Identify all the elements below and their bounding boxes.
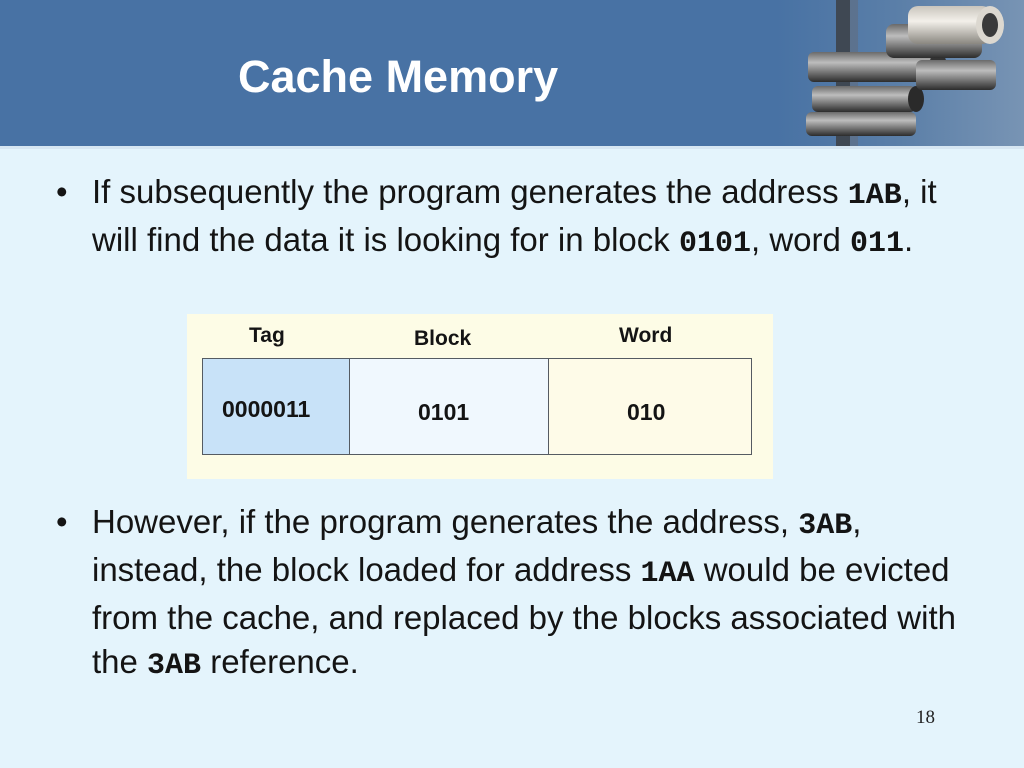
bullet-1-text: If subsequently the program generates th… (92, 173, 937, 261)
word-011: 011 (850, 227, 905, 261)
bullet-2-text: However, if the program generates the ad… (92, 503, 956, 683)
stacked-cylinders-photo (776, 0, 1024, 146)
bullet-icon: • (56, 503, 68, 540)
address-fields-diagram: Tag Block Word 0000011 0101 010 (187, 314, 773, 479)
title-bar: Cache Memory (0, 0, 1024, 149)
block-0101: 0101 (678, 227, 751, 261)
word-cell: 010 (548, 358, 752, 455)
word-header: Word (619, 324, 673, 347)
bullet-1: • If subsequently the program generates … (56, 170, 956, 266)
page-number: 18 (916, 707, 935, 728)
address-1aa: 1AA (640, 557, 695, 591)
bullet-2: • However, if the program generates the … (56, 500, 956, 688)
block-cell: 0101 (349, 358, 549, 455)
block-header: Block (414, 327, 472, 350)
address-3ab-ref: 3AB (147, 649, 202, 683)
address-1ab: 1AB (847, 179, 902, 213)
slide-title: Cache Memory (238, 51, 559, 102)
address-3ab: 3AB (798, 509, 853, 543)
word-value: 010 (627, 399, 666, 425)
block-value: 0101 (418, 399, 470, 425)
tag-header: Tag (249, 324, 285, 347)
bullet-icon: • (56, 173, 68, 210)
tag-value: 0000011 (222, 396, 311, 422)
tag-cell: 0000011 (202, 358, 350, 455)
